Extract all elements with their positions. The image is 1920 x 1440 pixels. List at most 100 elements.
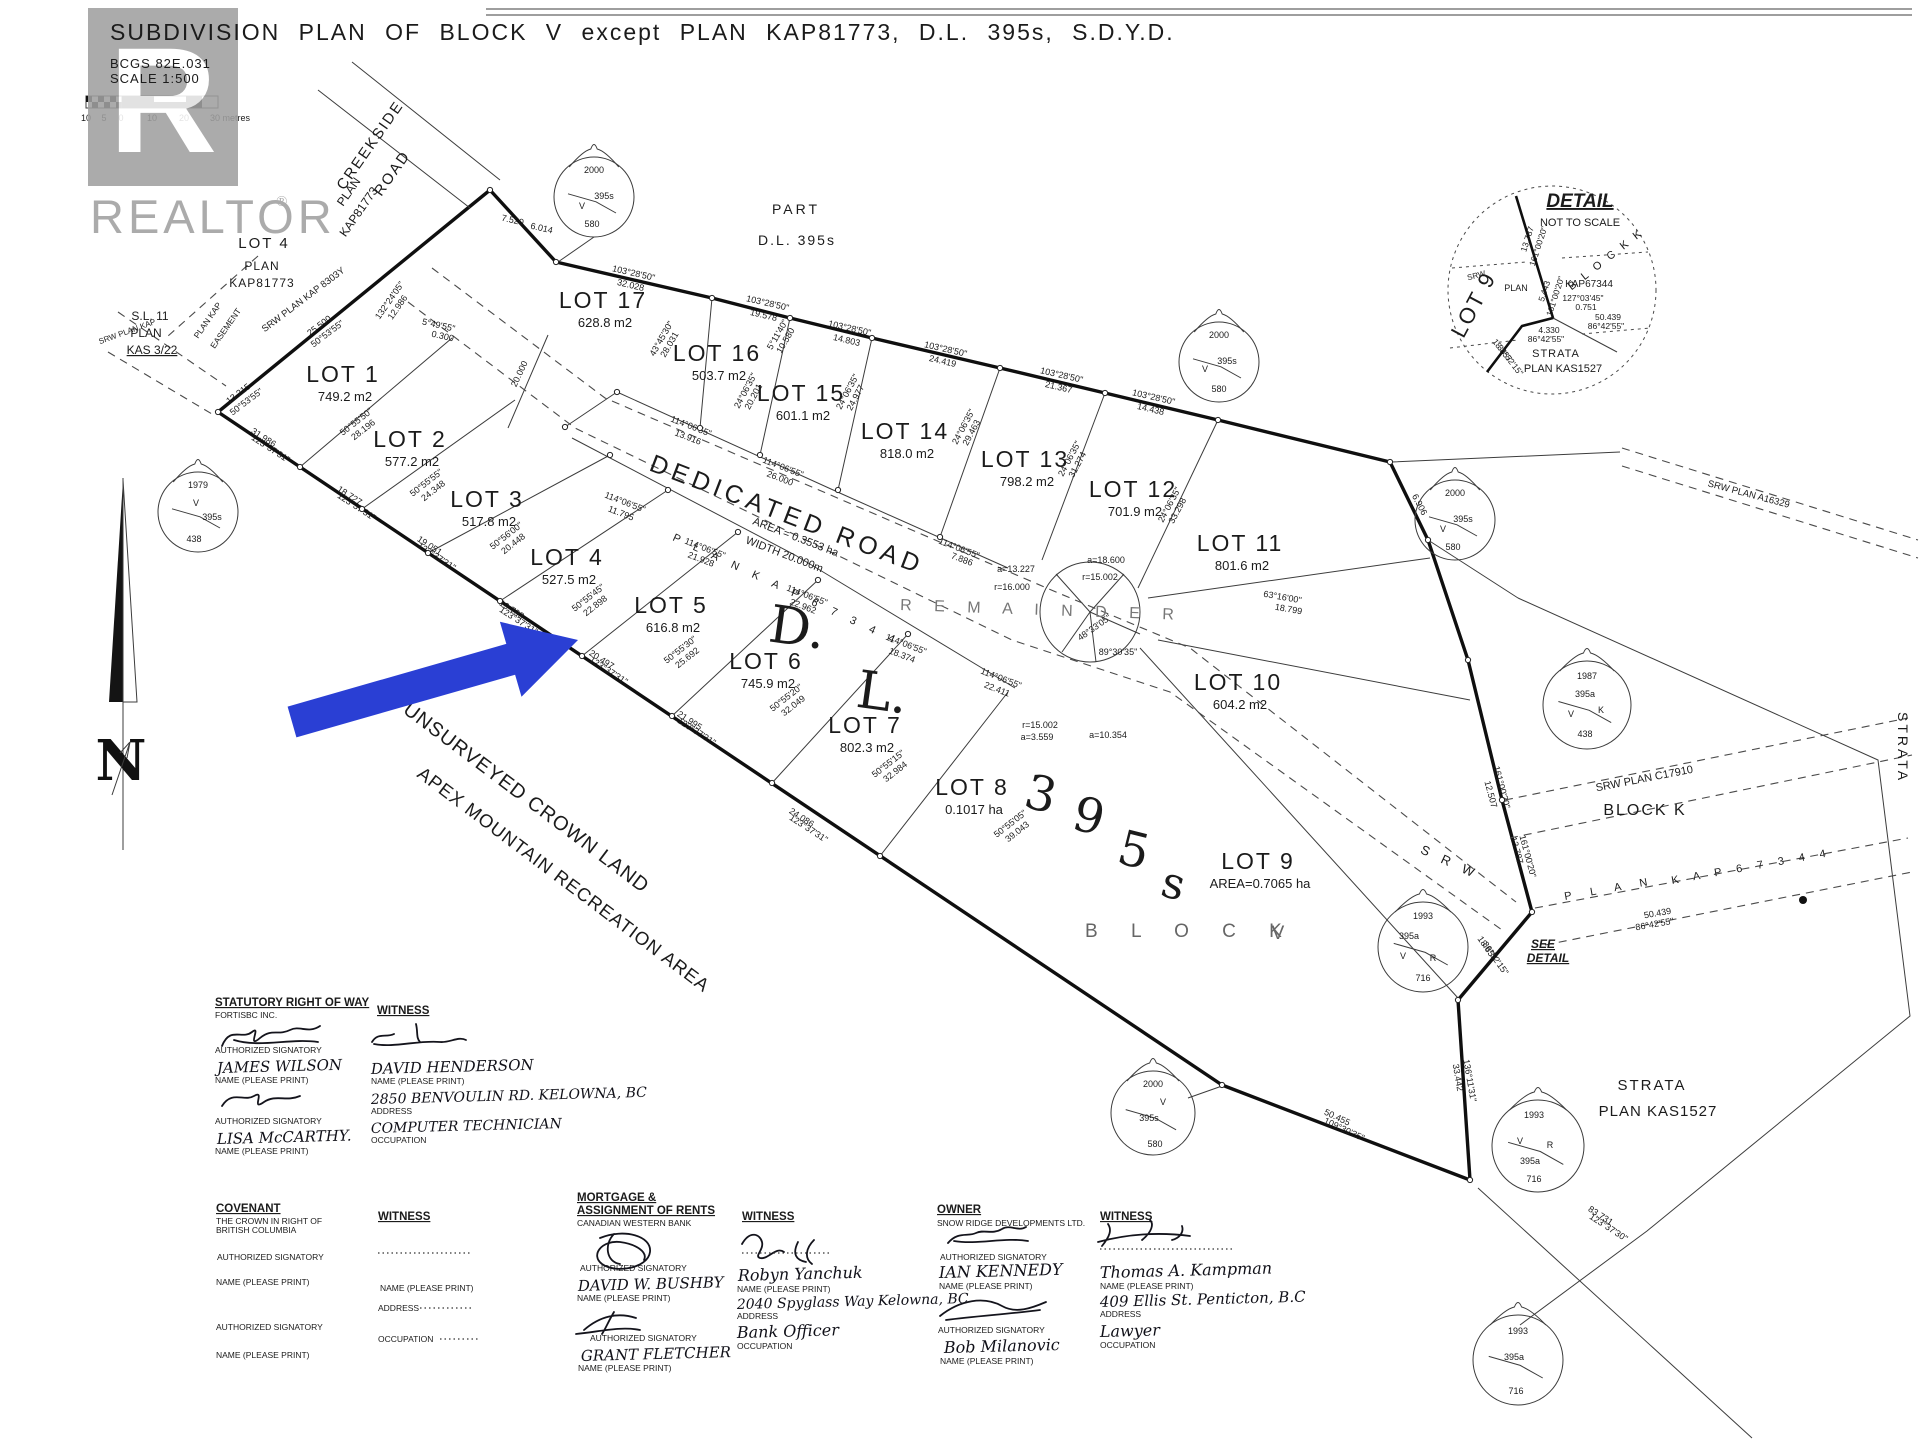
boundary-marker xyxy=(1218,1081,1226,1089)
monument-hat-icon xyxy=(1126,1058,1180,1082)
signature-text: ADDRESS xyxy=(371,1106,412,1116)
signature-text: NAME (PLEASE PRINT) xyxy=(578,1363,672,1373)
lot-area-label: AREA=0.7065 ha xyxy=(1210,876,1312,891)
plan-label: R E M A I N D E R xyxy=(900,597,1183,624)
plan-label: D.L. 395s xyxy=(758,232,836,248)
plan-label: LOT 4 xyxy=(238,235,289,252)
signature-text: NAME (PLEASE PRINT) xyxy=(215,1146,309,1156)
monument-label: V xyxy=(1517,1136,1523,1146)
signature-text: SNOW RIDGE DEVELOPMENTS LTD. xyxy=(937,1218,1085,1228)
monument-label: V xyxy=(579,201,585,211)
lot-label: LOT 14 xyxy=(861,418,949,444)
survey-monument xyxy=(157,459,239,553)
signature-text: ADDRESS xyxy=(1100,1309,1141,1319)
south-east-extension-line xyxy=(1477,1187,1753,1439)
dimension-label: 6.906 xyxy=(1410,492,1429,517)
monument-label: 580 xyxy=(1147,1139,1162,1149)
monument-label: R xyxy=(1430,953,1437,963)
signature-text: DAVID W. BUSHBY xyxy=(577,1273,726,1295)
north-needle-outline-half xyxy=(122,479,138,703)
survey-monument xyxy=(1414,467,1496,561)
detail-label: 36°52'15" xyxy=(1495,343,1525,378)
monument-label: 438 xyxy=(1577,729,1592,739)
dimension-label: r=15.002 xyxy=(1022,720,1058,730)
signature-text: 409 Ellis St. Penticton, B.C xyxy=(1099,1288,1307,1311)
monument-label: R xyxy=(1547,1140,1554,1150)
lot-label: LOT 1 xyxy=(306,361,380,387)
plan-label: s xyxy=(1156,856,1190,911)
lot-area-label: 616.8 m2 xyxy=(646,620,700,635)
signature-text: NAME (PLEASE PRINT) xyxy=(577,1293,671,1303)
monument-label: 716 xyxy=(1415,973,1430,983)
boundary-marker xyxy=(424,549,432,557)
monument-label: 2000 xyxy=(1445,488,1465,498)
dimension-label: r=15.002 xyxy=(1082,572,1118,582)
detail-label: STRATA xyxy=(1532,348,1580,360)
signature-text: AUTHORIZED SIGNATORY xyxy=(590,1333,697,1343)
survey-monument xyxy=(1472,1302,1564,1406)
detail-label: PLAN xyxy=(1504,283,1528,293)
realtor-logo-letter: R xyxy=(109,16,217,184)
signature-text: WITNESS xyxy=(1100,1211,1153,1223)
boundary-marker xyxy=(756,451,764,459)
lot-label: LOT 16 xyxy=(673,340,761,366)
plan-label: 86°42'55" xyxy=(1635,916,1675,933)
survey-monument xyxy=(553,144,635,238)
dimension-label: a=13.227 xyxy=(997,564,1035,574)
monument-label: K xyxy=(1598,705,1604,715)
parcel-outline xyxy=(216,188,1534,1182)
signature-text: NAME (PLEASE PRINT) xyxy=(215,1075,309,1085)
srw-a16329-corridor xyxy=(1621,447,1919,559)
scalebar-label: 10 xyxy=(81,113,91,123)
signature-text: COMPUTER TECHNICIAN xyxy=(371,1116,563,1137)
detail-inset-circle xyxy=(1447,185,1657,395)
plan-label: SRW PLAN C17910 xyxy=(1595,764,1694,795)
plan-label: 5 xyxy=(1112,820,1155,882)
detail-label: 127°03'45" xyxy=(1562,293,1603,303)
lot-label: LOT 4 xyxy=(530,544,604,570)
signature-text: 2850 BENVOULIN RD. KELOWNA, BC xyxy=(370,1085,648,1108)
signature-text: Bob Milanovic xyxy=(943,1335,1060,1357)
signature-text: WITNESS xyxy=(377,1005,430,1017)
signature-scribble xyxy=(371,1023,467,1047)
boundary-marker xyxy=(561,423,569,431)
dimension-label: 7.520 xyxy=(501,213,525,228)
monument-hat-icon xyxy=(1489,1302,1547,1326)
signature-scribbles xyxy=(221,1023,1232,1340)
lot-label: LOT 5 xyxy=(634,592,708,618)
lot-area-label: 527.5 m2 xyxy=(542,572,596,587)
boundary-marker xyxy=(876,852,884,860)
realtor-brand-text: REALTOR xyxy=(90,190,336,243)
monument-label: 395a xyxy=(1504,1352,1524,1362)
dimension-label: 33.442 xyxy=(1451,1063,1466,1092)
lot-area-label: 818.0 m2 xyxy=(880,446,934,461)
plan-label: SEE xyxy=(1531,937,1556,951)
monument-label: 1979 xyxy=(188,480,208,490)
monument-label: 1993 xyxy=(1508,1326,1528,1336)
signature-text: Bank Officer xyxy=(736,1320,841,1342)
lot-boundary-lines xyxy=(299,61,1911,1326)
monument-label: V xyxy=(1568,709,1574,719)
monument-label: V xyxy=(1440,524,1446,534)
lot-label: LOT 11 xyxy=(1197,530,1284,556)
plan-label: K A P 6 7 3 4 4 xyxy=(1670,847,1832,887)
boundary-marker xyxy=(786,314,794,322)
signature-scribble xyxy=(575,1311,641,1335)
realtor-watermark: R REALTOR ® xyxy=(88,8,336,243)
monument-label: 395s xyxy=(202,512,222,522)
boundary-marker xyxy=(768,779,776,787)
monument-label: 395a xyxy=(1575,689,1595,699)
monument-label: 580 xyxy=(1445,542,1460,552)
signature-text: Lawyer xyxy=(1099,1320,1162,1341)
title-block: SUBDIVISION PLAN OF BLOCK V except PLAN … xyxy=(110,19,1173,86)
lot-label: LOT 8 xyxy=(935,774,1009,800)
lot-area-label: 801.6 m2 xyxy=(1215,558,1269,573)
monument-label: 716 xyxy=(1526,1174,1541,1184)
signature-text: AUTHORIZED SIGNATORY xyxy=(938,1325,1045,1335)
survey-monument xyxy=(1491,1087,1585,1193)
monument-label: 580 xyxy=(1211,384,1226,394)
lot-area-label: 517.8 m2 xyxy=(462,514,516,529)
signature-text: NAME (PLEASE PRINT) xyxy=(216,1350,310,1360)
